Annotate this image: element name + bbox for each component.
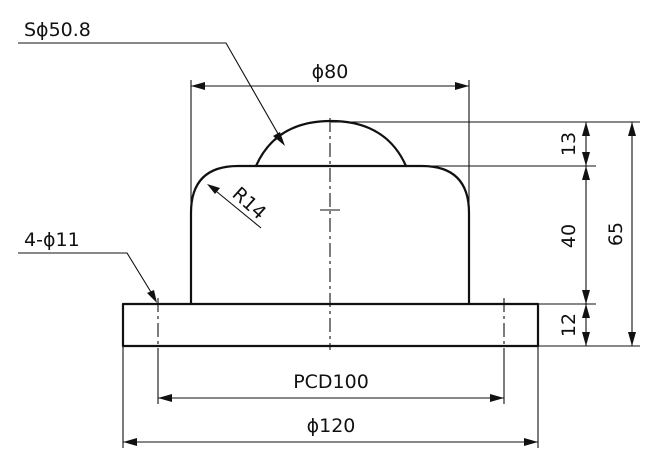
arrowhead [628, 332, 636, 346]
label-flange-diameter: ϕ120 [307, 415, 356, 437]
label-mount-holes: 4-ϕ11 [24, 229, 80, 251]
centerlines [157, 118, 505, 350]
arrowhead [123, 438, 137, 446]
leader-ball-diameter [18, 42, 282, 140]
arrowhead [158, 394, 172, 402]
arrowhead [582, 122, 590, 136]
leader-mount-holes [18, 252, 155, 298]
label-fillet-radius: R14 [228, 183, 271, 224]
arrowhead [582, 152, 590, 166]
ball-dome-outline [254, 119, 408, 168]
arrowhead [455, 82, 469, 90]
arrowhead [582, 166, 590, 180]
label-housing-diameter: ϕ80 [312, 61, 349, 83]
label-flange-thickness: 12 [558, 313, 580, 337]
extension-lines [122, 80, 640, 448]
leader-fillet-radius [210, 186, 262, 229]
label-bolt-circle: PCD100 [293, 371, 369, 393]
arrowhead [147, 290, 157, 303]
arrowhead [207, 184, 220, 194]
housing-outline [189, 164, 471, 306]
dimension-labels: Sϕ50.8 ϕ80 R14 4-ϕ11 PCD100 ϕ120 13 40 1… [24, 19, 627, 437]
arrowhead [582, 290, 590, 304]
label-total-height: 65 [605, 222, 627, 246]
leader-lines [18, 42, 285, 303]
label-ball-diameter: Sϕ50.8 [24, 19, 91, 41]
arrowhead [273, 132, 285, 146]
arrowhead [191, 82, 205, 90]
label-housing-height: 40 [558, 224, 580, 248]
arrowhead [490, 394, 504, 402]
dimension-lines [123, 82, 636, 446]
arrowhead [582, 332, 590, 346]
arrowhead [582, 304, 590, 318]
arrowhead [524, 438, 538, 446]
arrowhead [628, 122, 636, 136]
label-ball-height: 13 [558, 132, 580, 156]
